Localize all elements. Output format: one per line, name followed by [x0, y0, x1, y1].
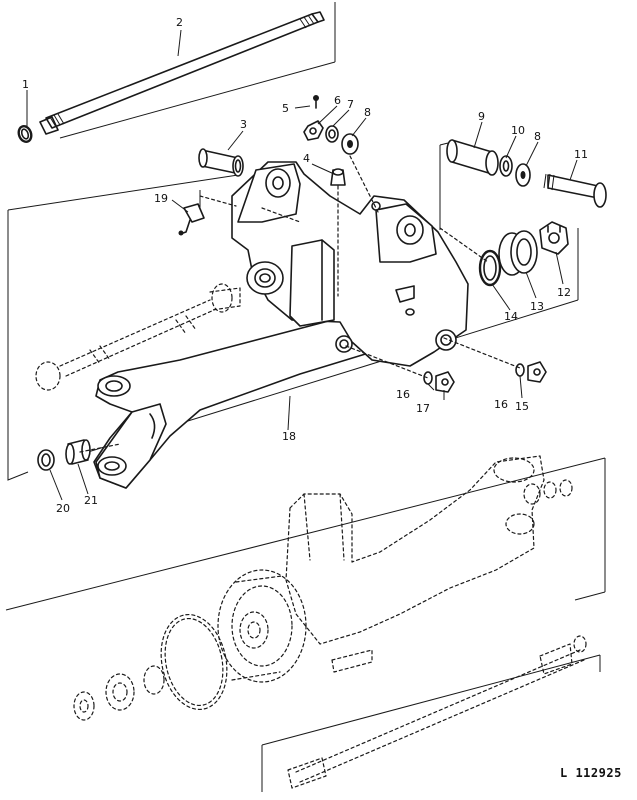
callout-3: 3	[240, 118, 247, 131]
part-8-washer-left	[341, 133, 359, 155]
part-19-elbow-fitting	[178, 203, 205, 236]
callout-11: 11	[574, 148, 588, 161]
phantom-tie-rod-upper	[35, 283, 241, 391]
callout-10: 10	[511, 124, 525, 137]
part-16-gasket-left	[423, 371, 433, 385]
part-20-seal	[37, 449, 55, 471]
callout-12: 12	[557, 286, 571, 299]
part-12-castle-nut	[539, 221, 569, 255]
callout-2: 2	[176, 16, 183, 29]
part-4-fitting	[330, 168, 346, 186]
part-5-grease-nipple	[313, 95, 319, 109]
part-15-plug	[527, 361, 547, 383]
part-3-bushing	[198, 148, 244, 177]
callout-17: 17	[416, 402, 430, 415]
callout-16a: 16	[396, 388, 410, 401]
callout-19: 19	[154, 192, 168, 205]
part-1-snap-ring	[17, 125, 33, 143]
part-7-washer	[325, 125, 339, 143]
part-17-plug	[435, 371, 455, 393]
callout-13: 13	[530, 300, 544, 313]
part-9-bushing	[446, 139, 499, 176]
part-18-axle-housing	[93, 161, 469, 489]
part-11-pin	[543, 173, 607, 208]
part-16-gasket-right	[515, 363, 525, 377]
phantom-axle-assembly-lower	[73, 455, 587, 789]
part-13-bearing-cup	[498, 230, 538, 276]
callout-18: 18	[282, 430, 296, 443]
part-10-washer	[499, 155, 513, 177]
callout-5: 5	[282, 102, 289, 115]
drawing-number: L 112925	[560, 766, 622, 780]
part-14-seal-ring	[478, 249, 502, 287]
callout-labels: 1 2 3 4 5 6 7 8 9 10 8 11 12 13 14 15 16…	[22, 16, 588, 515]
callout-4: 4	[303, 152, 310, 165]
callout-16b: 16	[494, 398, 508, 411]
part-21-bushing	[65, 439, 91, 465]
callout-6: 6	[334, 94, 341, 107]
part-8-washer-right	[515, 163, 531, 187]
callout-20: 20	[56, 502, 70, 515]
part-6-nut	[303, 120, 324, 141]
callout-8b: 8	[534, 130, 541, 143]
callout-21: 21	[84, 494, 98, 507]
callout-1: 1	[22, 78, 29, 91]
part-2-shaft	[39, 11, 325, 135]
callout-7: 7	[347, 98, 354, 111]
leader-lines	[26, 29, 578, 501]
callout-9: 9	[478, 110, 485, 123]
callout-8a: 8	[364, 106, 371, 119]
callout-15: 15	[515, 400, 529, 413]
callout-14: 14	[504, 310, 518, 323]
